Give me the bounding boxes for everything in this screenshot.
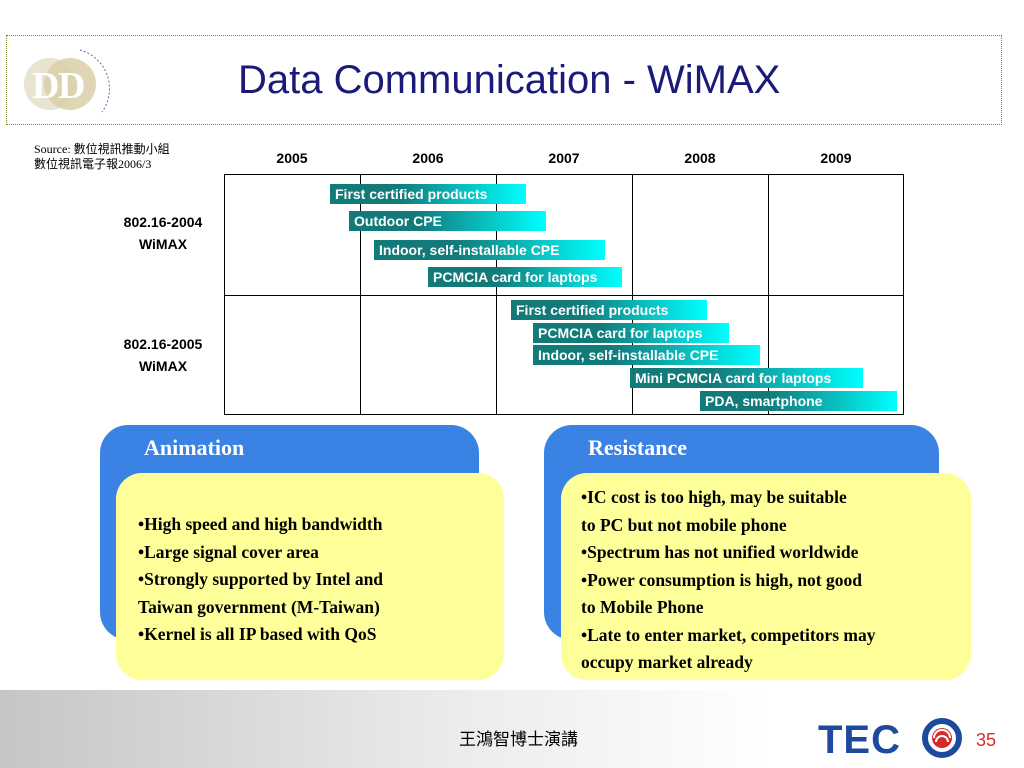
svg-text:D: D [32, 65, 59, 107]
grid-divider [360, 175, 361, 414]
svg-text:D: D [58, 65, 85, 107]
teco-o-icon [922, 718, 962, 758]
timeline-bar: PCMCIA card for laptops [428, 267, 622, 287]
timeline-bar: Outdoor CPE [349, 211, 546, 231]
list-item: to PC but not mobile phone [581, 514, 787, 535]
row-label-802-16-2004: 802.16-2004 WiMAX [123, 214, 203, 252]
source-line-1: Source: 數位視訊推動小組 [34, 142, 170, 156]
division-of-digital-display-logo: D D [24, 49, 110, 113]
list-item: •Large signal cover area [138, 541, 319, 562]
list-item: to Mobile Phone [581, 597, 704, 617]
year-2007: 2007 [548, 150, 580, 166]
animation-list: •High speed and high bandwidth •Large si… [138, 511, 383, 649]
list-item: •High speed and high bandwidth [138, 514, 383, 534]
timeline-bar: First certified products [330, 184, 526, 204]
page-title: Data Communication - WiMAX [238, 58, 781, 102]
list-item: •Late to enter market, competitors may [581, 624, 876, 645]
list-item: •Power consumption is high, not good [581, 569, 862, 590]
animation-content-box [116, 473, 504, 680]
list-item: •Spectrum has not unified worldwide [581, 542, 859, 562]
timeline-bar: Mini PCMCIA card for laptops [630, 368, 863, 388]
year-2008: 2008 [684, 150, 716, 166]
list-item: occupy market already [581, 652, 753, 672]
grid-divider [768, 175, 769, 414]
footer-band [0, 690, 1024, 768]
grid-divider [496, 175, 497, 414]
timeline-bar: PDA, smartphone [700, 391, 897, 411]
resistance-list: •IC cost is too high, may be suitable to… [581, 484, 875, 677]
grid-row-divider [225, 295, 903, 296]
footer-text: 王鴻智博士演講 [459, 730, 578, 750]
source-line-2: 數位視訊電子報2006/3 [34, 157, 152, 171]
timeline-bar: Indoor, self-installable CPE [374, 240, 605, 260]
timeline-grid [224, 174, 904, 415]
year-2009: 2009 [820, 150, 852, 166]
page-number: 35 [976, 730, 997, 750]
grid-divider [632, 175, 633, 414]
year-2005: 2005 [276, 150, 308, 166]
timeline-bar: Indoor, self-installable CPE [533, 345, 760, 365]
timeline-bar: PCMCIA card for laptops [533, 323, 729, 343]
year-2006: 2006 [412, 150, 444, 166]
list-item: •Kernel is all IP based with QoS [138, 624, 377, 644]
animation-title: Animation [144, 435, 245, 460]
source-note: Source: 數位視訊推動小組 數位視訊電子報2006/3 [34, 142, 170, 172]
list-item: Taiwan government (M-Taiwan) [138, 596, 380, 617]
timeline-bar: First certified products [511, 300, 707, 320]
teco-logo-text: TEC [818, 718, 901, 762]
list-item: •Strongly supported by Intel and [138, 569, 384, 589]
list-item: •IC cost is too high, may be suitable [581, 487, 847, 507]
row-label-802-16-2005: 802.16-2005 WiMAX [123, 336, 203, 374]
resistance-content-box [561, 473, 971, 680]
header-frame [6, 35, 1002, 125]
resistance-title: Resistance [588, 435, 687, 460]
